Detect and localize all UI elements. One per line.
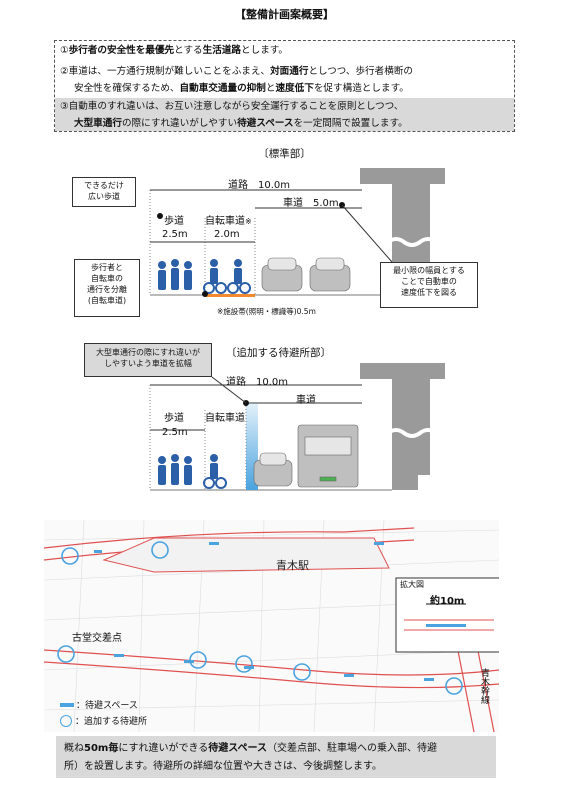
cyclists-icon-2 (203, 454, 227, 489)
note-sep-line3: 通行を分離 (87, 285, 127, 294)
note-sep-line4: (自転車道) (87, 296, 127, 305)
building-shape-2 (360, 363, 445, 490)
item3b-text1: の際にすれ違いがしやすい (121, 118, 238, 129)
inset-frame (395, 577, 499, 653)
item1-text: とする (174, 45, 203, 56)
passing-sidewalk-width: 2.5m (162, 427, 188, 438)
map-inset-title: 拡大図 (400, 580, 424, 589)
bottom-text1: 概ね (64, 743, 84, 754)
bottom-line-2: 所）を設置します。待避所の詳細な位置や大きさは、今後調整します。 (64, 761, 382, 772)
map-road-name: 青木幹線 (479, 668, 489, 704)
legend-added-passing: ：追加する待避所 (60, 714, 147, 727)
note-min-width: 最小限の幅員とする ことで自動車の 速度低下を図る (380, 262, 478, 308)
standard-title: 〔標準部〕 (258, 148, 311, 160)
building-break (386, 237, 438, 247)
summary-item-3b: 大型車通行の際にすれ違いがしやすい待避スペースを一定間隔で設置します。 (74, 117, 408, 131)
car-icon-2 (253, 452, 293, 487)
item2b-text2: と (265, 83, 276, 94)
passing-road-label: 道路 10.0m (226, 377, 289, 388)
bikeway-text: 自転車道 (205, 216, 245, 227)
car-icon (261, 257, 351, 292)
item3b-bold1: 大型車通行 (74, 118, 122, 129)
map-road-bottom (44, 649, 499, 676)
standard-sidewalk-label: 歩道 (164, 216, 184, 227)
legend-passing-space: ：待避スペース (60, 698, 138, 711)
item1-bold2: 生活道路 (202, 45, 242, 56)
station-area (102, 537, 390, 573)
item3b-text2: を一定間隔で設置します。 (293, 118, 408, 129)
bottom-bold1: 50m毎 (84, 743, 119, 754)
summary-item-2a: ②車道は、一方通行規制が難しいことをふまえ、対面通行としつつ、歩行者横断の (60, 65, 413, 79)
blue-bar-icon (60, 702, 74, 707)
standard-bikeway-label: 自転車道※ (205, 212, 252, 227)
passing-diagram (149, 363, 445, 491)
bottom-text2: にすれ違いができる (118, 743, 209, 754)
item1-bold1: 歩行者の安全性を最優先 (68, 45, 175, 56)
note-widen-line2: しやすいよう車道を拡幅 (104, 359, 192, 368)
item1-end: とします。 (241, 45, 289, 56)
note-min-line2: ことで自動車の (401, 277, 457, 286)
item1-num: ① (60, 45, 69, 56)
bottom-line-1: 概ね50m毎にすれ違いができる待避スペース（交差点部、駐車場への乗入部、待避 (64, 740, 488, 758)
truck-icon (297, 424, 359, 488)
bikeway-surface (205, 294, 255, 297)
added-passing-circles (57, 541, 463, 695)
summary-item-1: ①歩行者の安全性を最優先とする生活道路とします。 (60, 44, 288, 58)
item2b-bold1: 自動車交通量の抑制 (179, 83, 266, 94)
bottom-bold2: 待避スペース (208, 743, 268, 754)
item2a-text2: としつつ、歩行者横断の (308, 66, 414, 77)
item2a-bold: 対面通行 (270, 66, 309, 77)
callout-dot-left (157, 213, 163, 219)
note-separation: 歩行者と 自転車の 通行を分離 (自転車道) (74, 259, 140, 317)
summary-title: 【整備計画案概要】 (235, 8, 334, 21)
area-map (44, 520, 499, 732)
note-wide-line2: 広い歩道 (88, 192, 120, 201)
passing-carriageway-label: 車道 (296, 395, 316, 406)
map-intersection-label: 古堂交差点 (72, 633, 122, 644)
highlight-band (55, 98, 514, 131)
summary-item-2b: 安全性を確保するため、自動車交通量の抑制と速度低下を促す構造とします。 (74, 82, 409, 96)
note-sep-line2: 自転車の (91, 274, 123, 283)
note-wide-line1: できるだけ (84, 181, 124, 190)
standard-bikeway-width: 2.0m (214, 229, 240, 240)
cyclists-icon (203, 259, 251, 294)
summary-item-3a: ③自動車のすれ違いは、お互い注意しながら安全運行することを原則としつつ、 (60, 101, 404, 112)
note-sep-line1: 歩行者と (91, 263, 123, 272)
building-break-2 (386, 428, 438, 438)
item2a-text1: ②車道は、一方通行規制が難しいことをふまえ、 (60, 66, 271, 77)
passing-title: 〔追加する待避所部〕 (226, 347, 331, 359)
bottom-note: 概ね50m毎にすれ違いができる待避スペース（交差点部、駐車場への乗入部、待避 所… (56, 736, 496, 778)
passing-space-marks (94, 542, 434, 681)
map-station-label: 青木駅 (276, 559, 309, 572)
pedestrians-icon-2 (158, 454, 192, 485)
note-wide-sidewalk: できるだけ 広い歩道 (72, 177, 136, 207)
bikeway-mark: ※ (245, 217, 252, 226)
note-widen-line1: 大型車通行の際にすれ違いが (95, 348, 201, 357)
standard-road-label: 道路 10.0m (228, 180, 291, 191)
map-road-top (44, 527, 415, 549)
note-widen: 大型車通行の際にすれ違いが しやすいよう車道を拡幅 (84, 343, 212, 377)
bottom-text3: （交差点部、駐車場への乗入部、待避 (267, 743, 438, 754)
map-inset-length: 約10m (430, 596, 465, 607)
standard-sidewalk-width: 2.5m (162, 229, 188, 240)
item2b-bold2: 速度低下 (275, 83, 314, 94)
legend-label-added: ：追加する待避所 (75, 717, 148, 727)
standard-footnote: ※施設帯(照明・標識等)0.5m (217, 307, 316, 316)
item2b-text1: 安全性を確保するため、 (74, 83, 180, 94)
passing-bikeway-label: 自転車道 (205, 413, 245, 424)
passing-sidewalk-label: 歩道 (164, 413, 184, 424)
blue-circle-icon (60, 714, 72, 727)
legend-label-space: ：待避スペース (76, 701, 138, 711)
item2b-text3: を促す構造とします。 (313, 83, 409, 94)
note-min-line1: 最小限の幅員とする (393, 266, 465, 275)
note-min-line3: 速度低下を図る (401, 288, 457, 297)
standard-carriageway-label: 車道 5.0m (283, 198, 339, 209)
callout-dot-bike (202, 291, 208, 297)
pedestrians-icon (158, 259, 192, 290)
summary-box (54, 40, 515, 132)
inset-passing-mark (426, 624, 466, 627)
item3b-bold2: 待避スペース (237, 118, 294, 129)
